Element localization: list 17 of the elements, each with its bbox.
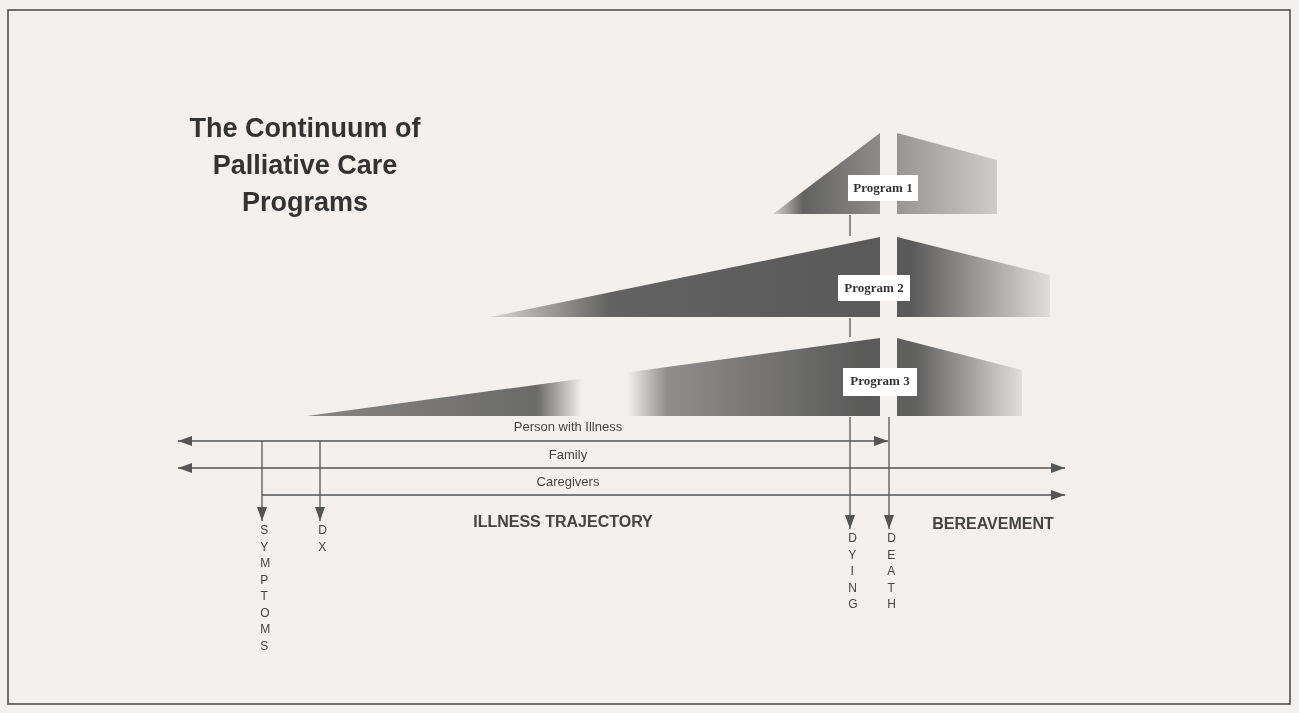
- arrow: [315, 440, 325, 522]
- program-label: Program 3: [843, 368, 917, 396]
- stage-label: DEATH: [886, 530, 900, 613]
- arrow: [884, 416, 894, 530]
- phase-label: BEREAVEMENT: [932, 515, 1054, 533]
- program-label: Program 1: [848, 175, 918, 201]
- diagram-title: The Continuum of Palliative Care Programs: [188, 112, 422, 219]
- timeline-label: Family: [548, 447, 588, 462]
- timeline-label: Caregivers: [536, 474, 600, 489]
- arrow: [845, 416, 855, 530]
- stage-label: SYMPTOMS: [259, 522, 273, 654]
- phase-label: ILLNESS TRAJECTORY: [473, 513, 653, 531]
- arrow: [257, 440, 267, 522]
- program-label: Program 2: [838, 275, 910, 301]
- stage-label: DX: [317, 522, 331, 555]
- timeline-label: Person with Illness: [513, 419, 623, 434]
- stage-label: DYING: [847, 530, 861, 613]
